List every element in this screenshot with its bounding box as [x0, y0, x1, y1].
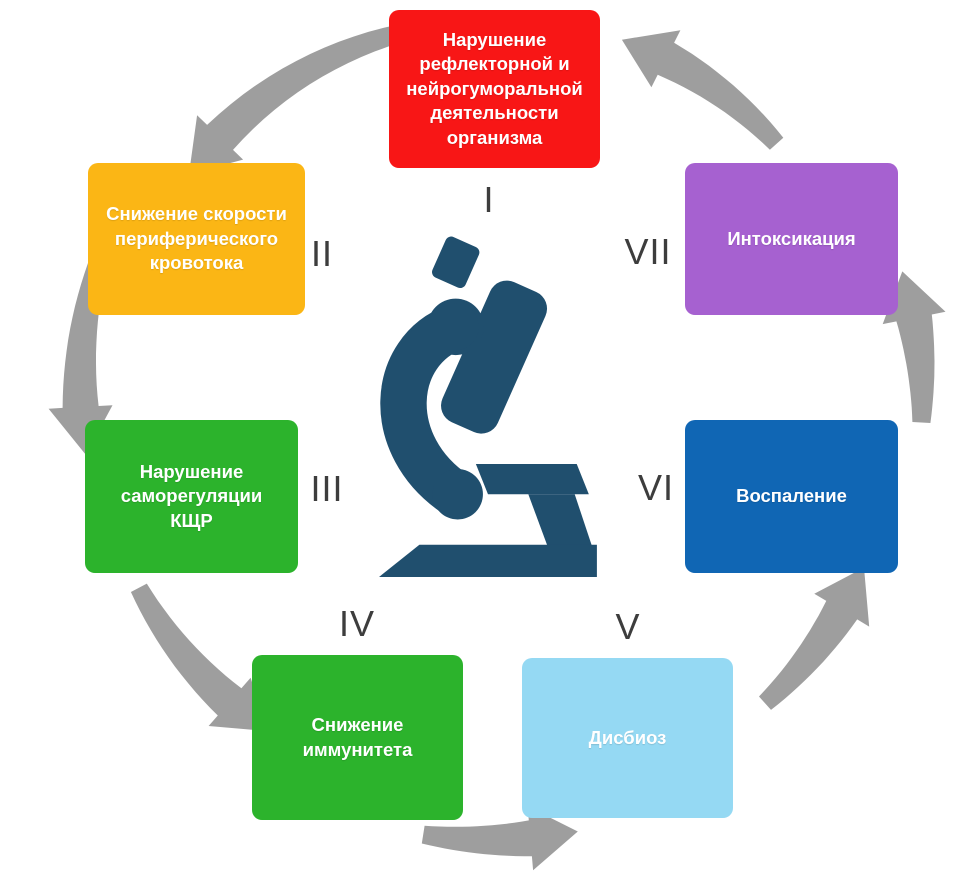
stage-box-6: Воспаление [685, 420, 898, 573]
stage-box-7: Интоксикация [685, 163, 898, 315]
stage-numeral-2: II [310, 233, 334, 274]
stage-box-4-label: Снижение иммунитета [302, 714, 413, 760]
stage-numeral-6: VI [637, 467, 675, 508]
cycle-arrow-3 [130, 583, 268, 732]
stage-box-1: Нарушение рефлекторной и нейрогуморально… [389, 10, 600, 168]
stage-numeral-4: IV [338, 603, 376, 644]
microscope-icon [375, 228, 607, 581]
stage-box-4: Снижение иммунитета [252, 655, 463, 820]
stage-box-5-label: Дисбиоз [588, 726, 667, 748]
stage-box-5: Дисбиоз [522, 658, 733, 818]
stage-box-3-label: Нарушение саморегуляции КЩР [120, 460, 263, 531]
cycle-arrow-1 [189, 24, 403, 174]
cycle-arrow-5 [759, 567, 870, 710]
stage-numeral-3: III [310, 468, 344, 509]
stage-box-2: Снижение скорости периферического кровот… [88, 163, 305, 315]
stage-box-3: Нарушение саморегуляции КЩР [85, 420, 298, 573]
stage-box-6-label: Воспаление [736, 485, 847, 507]
stage-numeral-1: I [483, 179, 495, 220]
stage-numeral-5: V [615, 606, 641, 647]
stage-box-7-label: Интоксикация [727, 227, 856, 249]
stage-box-1-label: Нарушение рефлекторной и нейрогуморально… [406, 28, 583, 148]
stage-numeral-7: VII [624, 231, 672, 272]
cycle-arrow-7 [621, 30, 784, 150]
stage-box-2-label: Снижение скорости периферического кровот… [106, 203, 287, 274]
